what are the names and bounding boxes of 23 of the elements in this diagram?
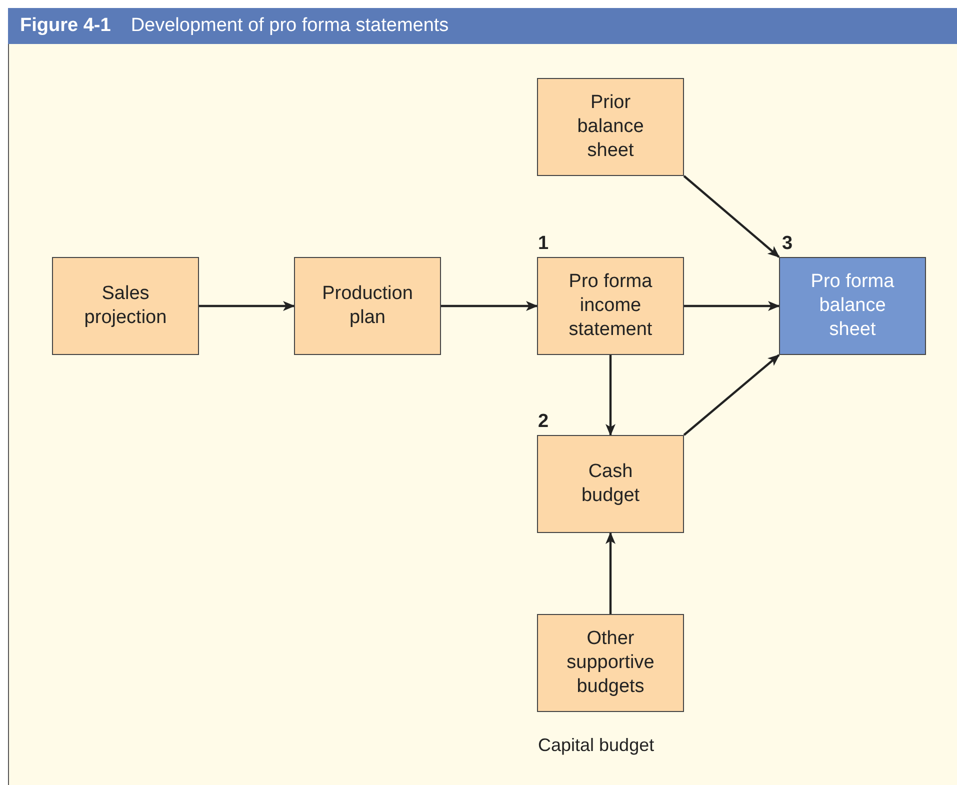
box-label: Pro forma income statement: [568, 270, 654, 342]
box-label: Pro forma balance sheet: [810, 270, 896, 342]
box-label: Other supportive budgets: [566, 627, 656, 699]
box-label: Prior balance sheet: [576, 91, 645, 163]
process-box: [294, 257, 441, 355]
arrow: [683, 354, 780, 436]
process-box: [537, 78, 684, 176]
step-number: 3: [782, 233, 793, 255]
box-label: Cash budget: [580, 460, 641, 508]
arrow: [606, 532, 616, 614]
arrow: [606, 355, 616, 436]
arrow: [684, 301, 780, 311]
step-number: 2: [538, 411, 549, 433]
arrow: [441, 301, 538, 311]
figure-number: Figure 4-1: [20, 15, 111, 37]
arrow: [683, 175, 780, 258]
process-box: [52, 257, 199, 355]
figure-title: Development of pro forma statements: [130, 15, 449, 37]
box-label: Sales projection: [83, 282, 168, 330]
box-label: Production plan: [321, 282, 414, 330]
arrow: [199, 301, 295, 311]
box-caption: Capital budget: [538, 735, 654, 756]
step-number: 1: [538, 233, 549, 255]
